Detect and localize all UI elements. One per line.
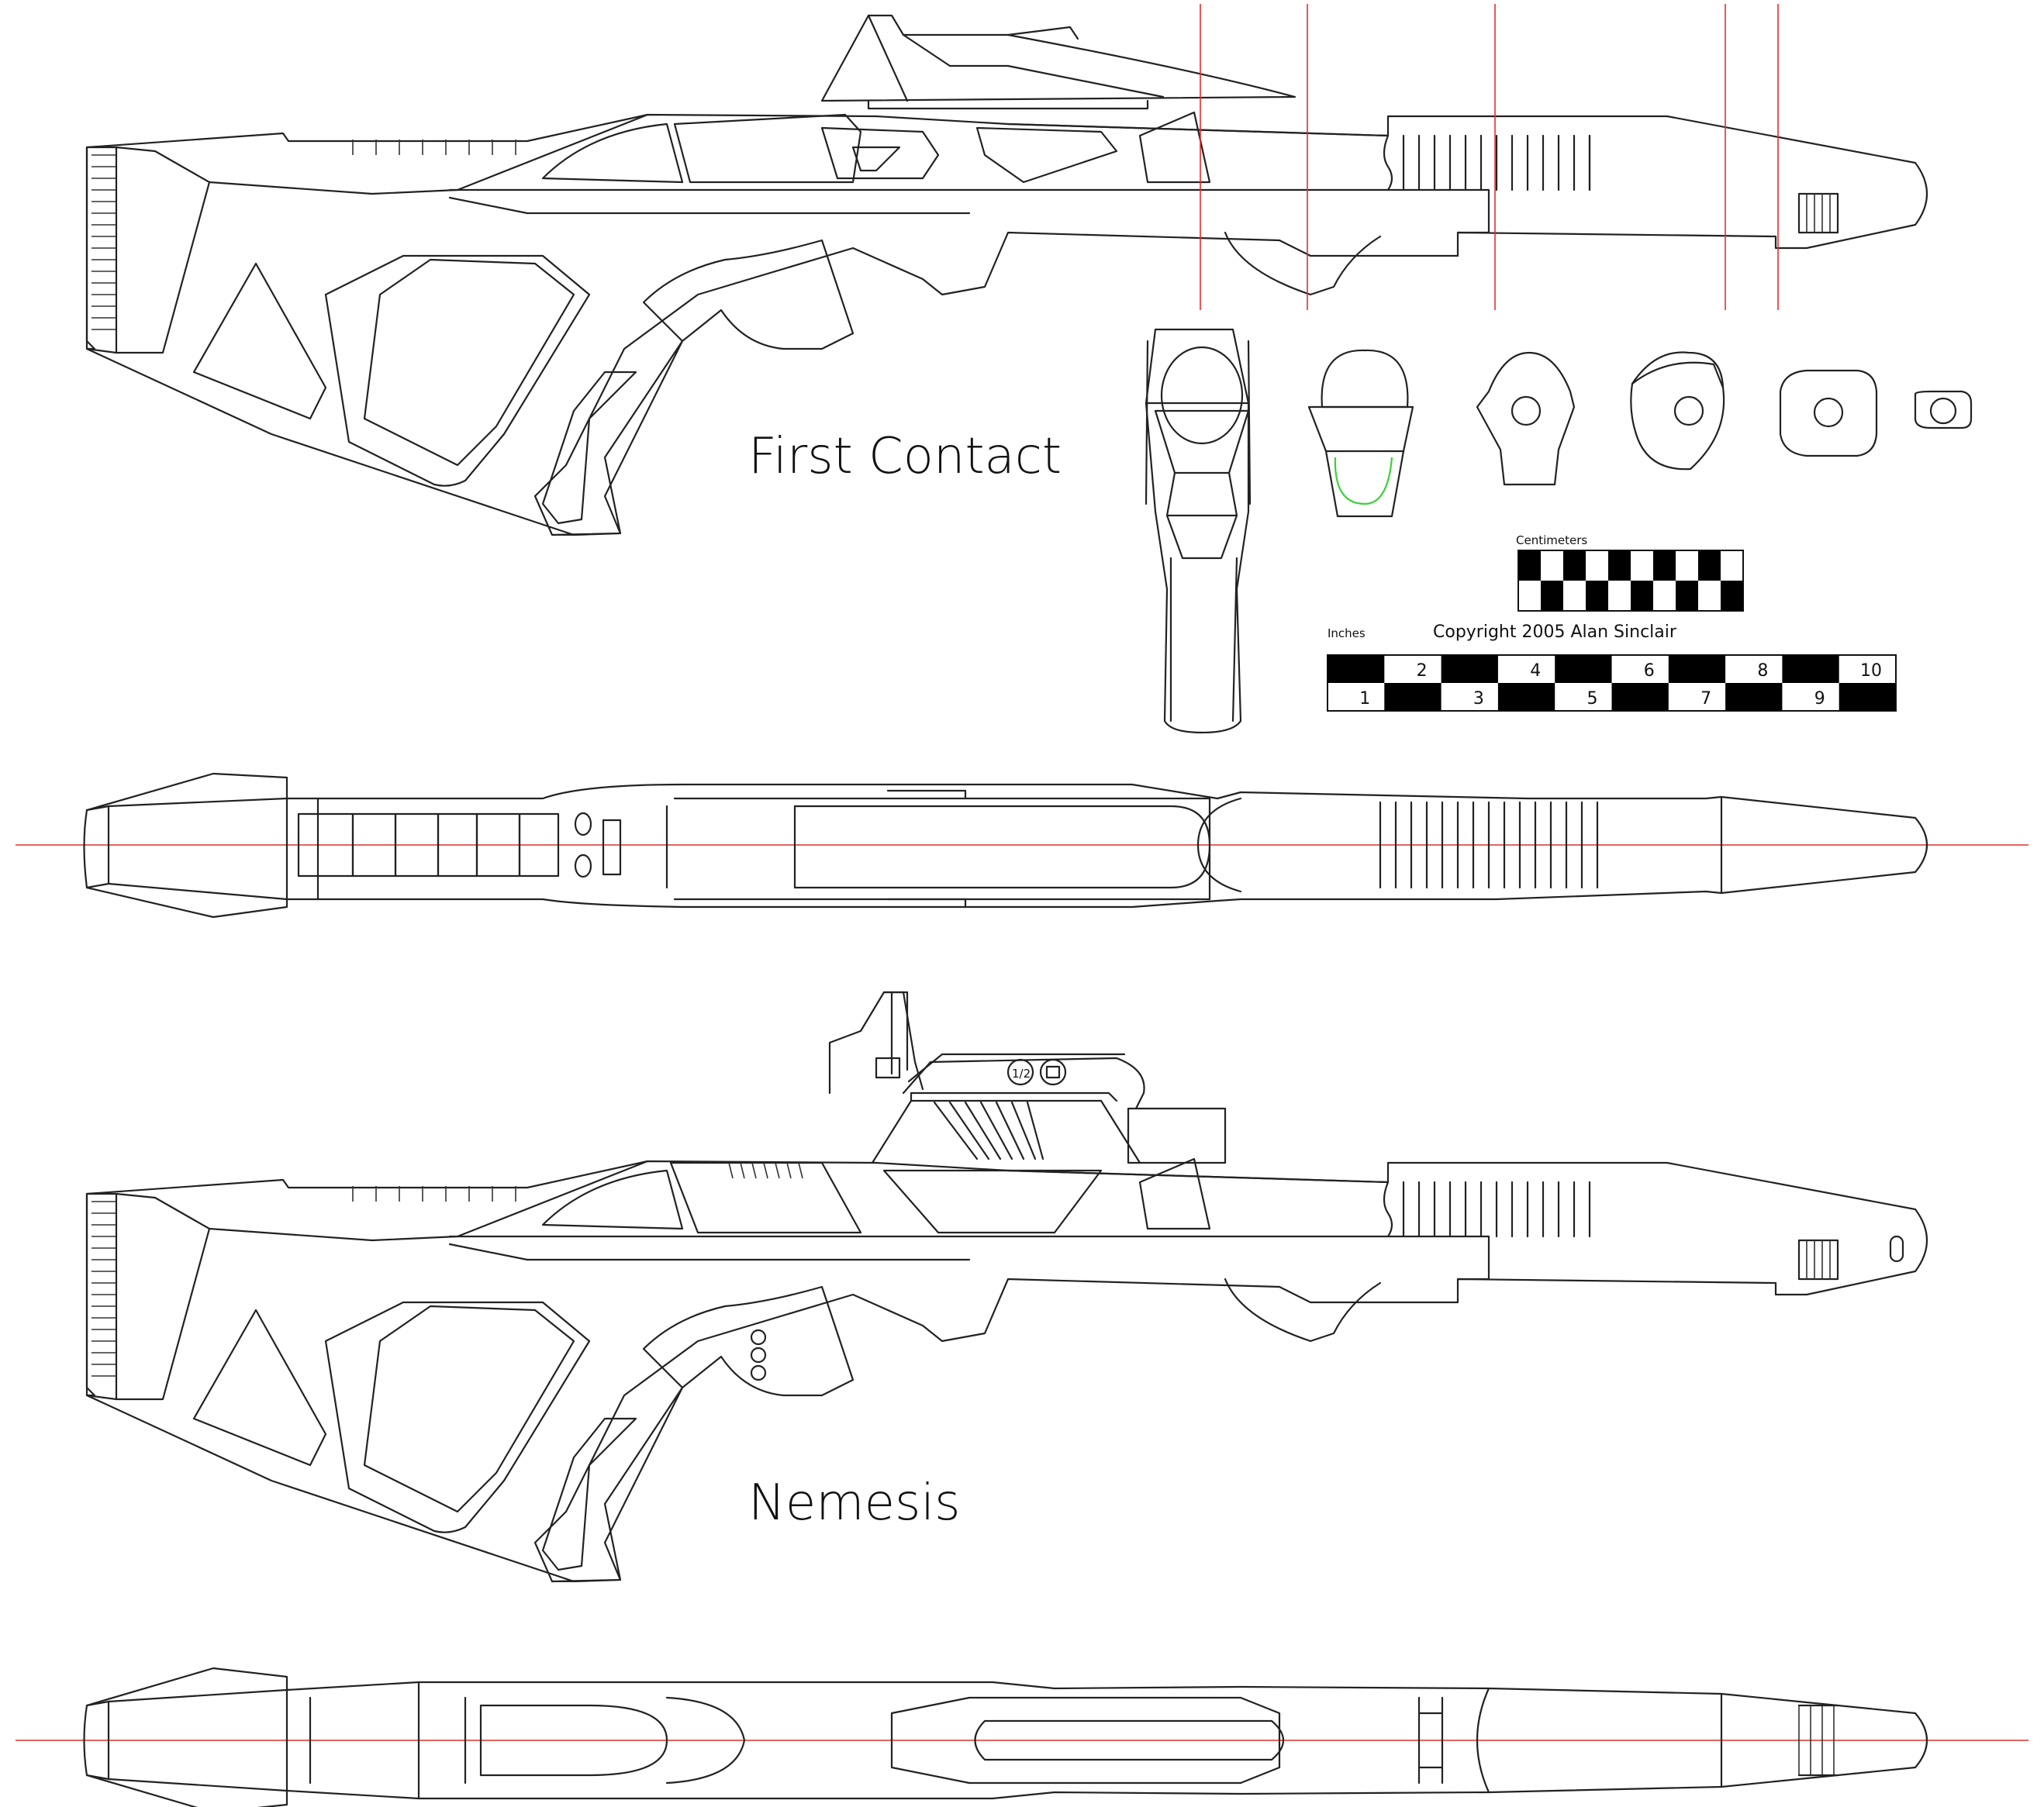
cross-section-4 [1630, 351, 1725, 471]
inch-number-label: 4 [1530, 661, 1541, 681]
inch-number-label: 6 [1644, 661, 1655, 681]
copyright-text: Copyright 2005 Alan Sinclair [1433, 622, 1677, 642]
inch-number-label: 9 [1814, 689, 1825, 709]
centimeter-scale: Centimeters [1516, 533, 1744, 612]
inch-number-label: 3 [1473, 689, 1484, 709]
centimeters-label: Centimeters [1516, 533, 1587, 547]
cross-section-5 [1779, 369, 1878, 457]
cross-section-6 [1914, 390, 1973, 429]
inch-scale-cell [1441, 655, 1498, 683]
cross-sections [1145, 328, 1973, 734]
cm-scale-cell [1721, 581, 1743, 611]
inch-scale-cell [1328, 655, 1385, 683]
nemesis-top-view [83, 1667, 1928, 1807]
inch-number-label: 1 [1359, 689, 1370, 709]
cm-scale-cell [1586, 581, 1608, 611]
inch-scale-cell [1611, 683, 1669, 711]
inch-scale-cell [1725, 683, 1783, 711]
cm-scale-cell [1676, 581, 1698, 611]
first-contact-side-view [85, 14, 1928, 536]
inch-number-label: 10 [1860, 661, 1882, 681]
cross-section-2 [1307, 349, 1414, 518]
nemesis-marking-half: 1/2 [1012, 1067, 1031, 1081]
stock-fins [91, 154, 116, 330]
cross-section-3 [1476, 351, 1576, 486]
title-nemesis: Nemesis [748, 1474, 960, 1532]
cm-scale-cell [1698, 550, 1721, 581]
cross-section-1 [1145, 328, 1252, 734]
reference-lines-top [16, 4, 2028, 1741]
inch-scale-cell [1497, 683, 1555, 711]
inch-scale-cell [1839, 683, 1896, 711]
inch-scale-cell [1384, 683, 1442, 711]
first-contact-top-view [83, 772, 1928, 919]
inch-number-label: 8 [1757, 661, 1768, 681]
inch-number-label: 7 [1700, 689, 1711, 709]
cm-scale-cell [1631, 581, 1653, 611]
cm-scale-cell [1518, 550, 1541, 581]
inch-scale-cell [1668, 655, 1726, 683]
inch-number-label: 5 [1587, 689, 1598, 709]
inch-scale: Inches Copyright 2005 Alan Sinclair 1 2 3 4… [1327, 622, 1897, 712]
cm-scale-cell [1563, 550, 1586, 581]
cm-scale-cell [1608, 550, 1631, 581]
nemesis-side-view: 1/2 [85, 991, 1928, 1583]
title-first-contact: First Contact [748, 428, 1062, 485]
inch-scale-cell [1555, 655, 1612, 683]
cm-scale-cell [1653, 550, 1676, 581]
inch-number-label: 2 [1417, 661, 1428, 681]
inches-label: Inches [1328, 626, 1366, 640]
inch-scale-cell [1782, 655, 1839, 683]
cm-scale-cell [1541, 581, 1563, 611]
